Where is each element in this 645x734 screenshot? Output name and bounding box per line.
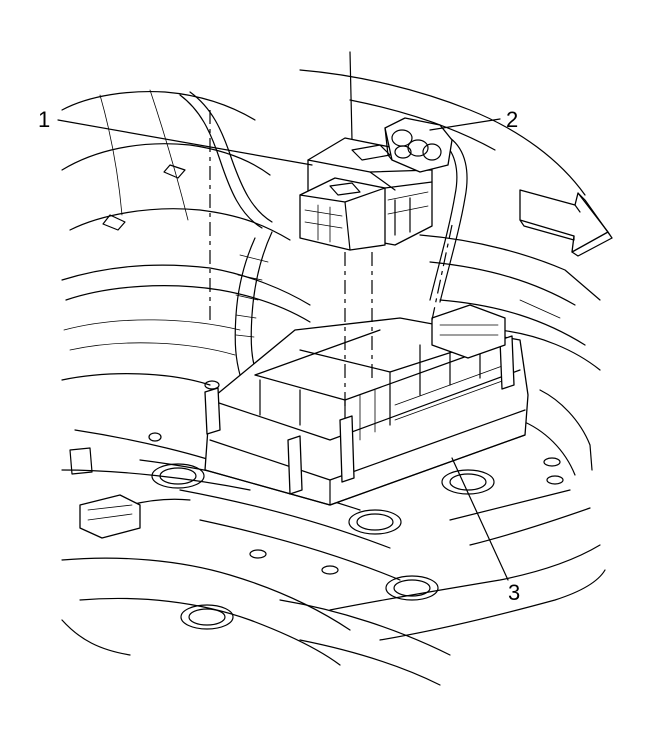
alignment-lines [209,110,453,410]
callout-2: 2 [506,107,518,132]
fuse-relay-block-base [79,304,529,539]
callout-number-1: 1 [38,107,50,132]
wiring-harness [69,91,468,506]
callout-3: 3 [508,580,520,605]
electrical-connector [384,117,453,173]
callout-leaders [57,118,509,581]
callout-number-2: 2 [506,107,518,132]
front-direction-arrow-icon [519,189,613,257]
callout-1: 1 [38,107,50,132]
relay-connector-block [299,137,433,251]
callout-number-3: 3 [508,580,520,605]
